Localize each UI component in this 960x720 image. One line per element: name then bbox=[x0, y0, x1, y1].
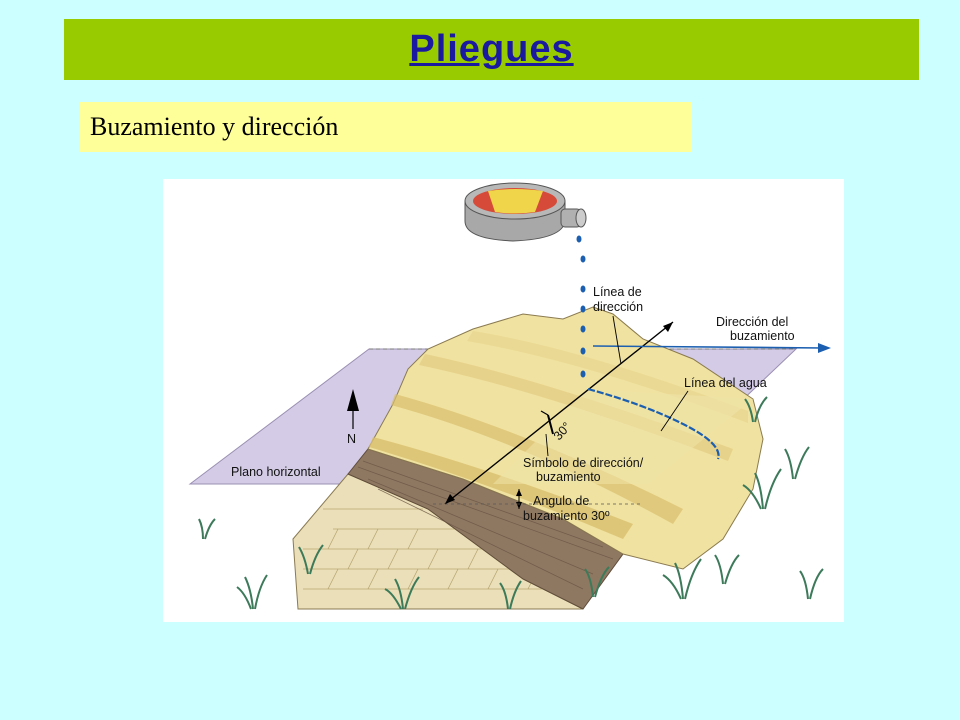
label-strike-line-2: dirección bbox=[593, 300, 643, 314]
label-dip-direction-2: buzamiento bbox=[730, 329, 795, 343]
compass-icon bbox=[464, 182, 587, 242]
label-water-line: Línea del agua bbox=[684, 376, 767, 390]
water-line bbox=[587, 387, 720, 460]
label-horizontal-plane: Plano horizontal bbox=[231, 465, 321, 479]
label-dip-angle-1: Angulo de bbox=[533, 494, 589, 508]
title-bar: Pliegues bbox=[64, 19, 919, 80]
north-arrow-icon bbox=[347, 389, 359, 429]
grass-icon bbox=[198, 396, 824, 610]
slide-title: Pliegues bbox=[409, 28, 574, 70]
label-north: N bbox=[347, 432, 356, 446]
label-symbol-2: buzamiento bbox=[536, 470, 601, 484]
strike-line bbox=[444, 321, 674, 505]
dip-direction-arrow bbox=[592, 345, 824, 349]
strike-dip-diagram: Línea de dirección Dirección del buzamie… bbox=[163, 179, 844, 622]
label-dip-direction-1: Dirección del bbox=[716, 315, 788, 329]
label-strike-line-1: Línea de bbox=[593, 285, 642, 299]
label-symbol-1: Símbolo de dirección/ bbox=[523, 456, 644, 470]
label-dip-angle-2: buzamiento 30º bbox=[523, 509, 610, 523]
slide-subtitle: Buzamiento y dirección bbox=[90, 112, 339, 141]
dipping-surface bbox=[493, 389, 753, 484]
subtitle-box: Buzamiento y dirección bbox=[80, 102, 692, 152]
water-drops-icon bbox=[576, 235, 586, 378]
